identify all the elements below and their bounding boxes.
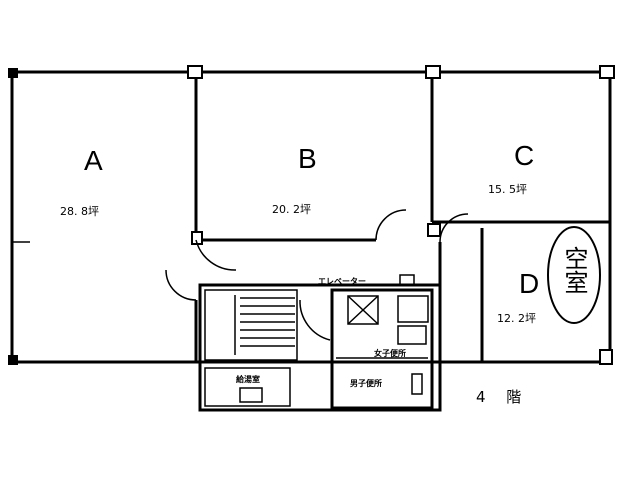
floor-label: 4 階 <box>476 388 529 406</box>
core-area <box>198 274 442 412</box>
room-c-area: 15. 5坪 <box>488 183 527 196</box>
kitchenette-label: 給湯室 <box>236 374 260 384</box>
room-c-letter: C <box>514 140 534 171</box>
room-b-letter: B <box>298 143 317 174</box>
vacancy-stamp: 空室 <box>547 226 601 324</box>
mens-restroom-label: 男子便所 <box>350 378 382 388</box>
room-d-area: 12. 2坪 <box>497 312 536 325</box>
room-d-letter: D <box>519 268 539 299</box>
shaft-icon <box>399 274 415 286</box>
room-a-letter: A <box>84 145 103 176</box>
vacancy-stamp-text: 空室 <box>560 246 588 294</box>
building-walls <box>10 70 612 364</box>
columns <box>8 65 615 365</box>
elevator-icon <box>347 295 379 325</box>
elevator-label: エレベーター <box>318 276 366 286</box>
room-a-area: 28. 8坪 <box>60 205 99 218</box>
room-labels: A 28. 8坪 B 20. 2坪 C 15. 5坪 D 12. 2坪 <box>60 140 539 325</box>
doors <box>165 209 469 341</box>
room-b-area: 20. 2坪 <box>272 203 311 216</box>
womens-restroom-label: 女子便所 <box>374 348 406 358</box>
stairs-icon <box>234 295 295 355</box>
